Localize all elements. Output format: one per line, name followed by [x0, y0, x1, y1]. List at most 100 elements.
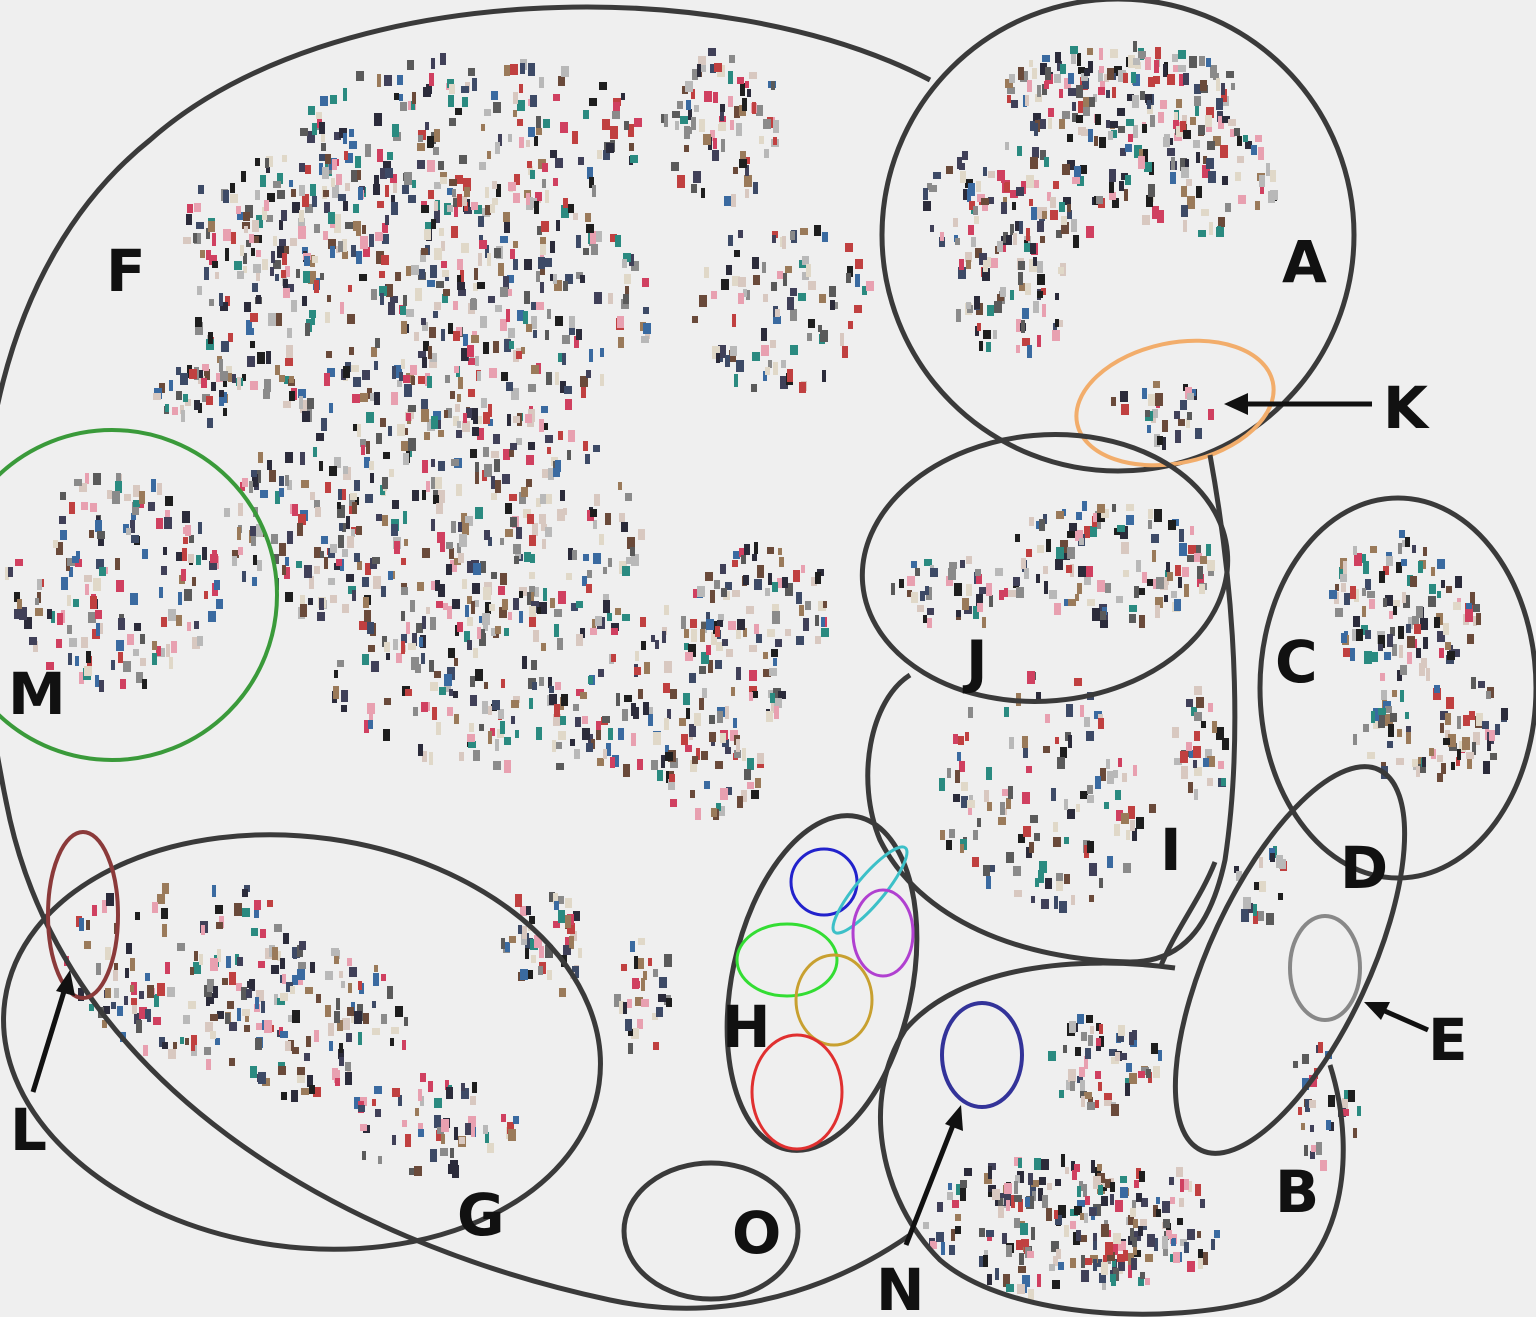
thumbnail: [1370, 546, 1377, 553]
thumbnail: [531, 365, 539, 374]
label-o: O: [732, 1199, 781, 1267]
thumbnail: [88, 612, 96, 623]
thumbnail: [498, 134, 502, 146]
thumbnail: [374, 175, 379, 187]
thumbnail: [332, 159, 337, 170]
thumbnail: [973, 830, 978, 840]
thumbnail: [621, 964, 627, 971]
thumbnail: [1457, 749, 1461, 760]
thumbnail: [434, 248, 442, 260]
thumbnail: [1070, 1081, 1075, 1091]
thumbnail: [352, 394, 360, 403]
thumbnail: [346, 1033, 352, 1042]
thumbnail: [818, 325, 822, 332]
thumbnail: [1016, 187, 1024, 196]
thumbnail: [656, 1007, 663, 1017]
thumbnail: [438, 430, 444, 437]
thumbnail: [815, 572, 821, 584]
thumbnail: [207, 979, 214, 992]
thumbnail: [956, 610, 961, 617]
thumbnail: [337, 502, 341, 509]
thumbnail: [281, 1092, 287, 1100]
thumbnail: [1354, 553, 1362, 566]
thumbnail: [176, 391, 182, 400]
thumbnail: [1092, 608, 1100, 621]
thumbnail: [351, 245, 356, 257]
thumbnail: [485, 187, 489, 198]
thumbnail: [714, 63, 722, 72]
thumbnail: [1009, 74, 1015, 83]
thumbnail: [1057, 61, 1062, 71]
thumbnail: [118, 618, 125, 630]
thumbnail: [430, 682, 438, 691]
thumbnail: [1222, 176, 1228, 185]
thumbnail: [1142, 572, 1147, 583]
thumbnail: [493, 434, 500, 444]
thumbnail: [1163, 1219, 1170, 1228]
thumbnail: [206, 339, 214, 350]
thumbnail: [1006, 1284, 1014, 1292]
thumbnail: [1181, 167, 1189, 178]
thumbnail: [1133, 74, 1140, 86]
thumbnail: [304, 256, 310, 266]
thumbnail: [331, 948, 339, 956]
thumbnail: [463, 334, 468, 346]
thumbnail: [930, 225, 934, 232]
thumbnail: [343, 133, 347, 144]
thumbnail: [1026, 228, 1030, 241]
thumbnail: [372, 1099, 376, 1106]
thumbnail: [191, 1039, 195, 1051]
thumbnail: [1164, 595, 1168, 602]
thumbnail: [488, 731, 492, 744]
thumbnail: [1142, 124, 1147, 133]
thumbnail: [336, 559, 342, 566]
thumbnail: [208, 221, 215, 232]
thumbnail: [1210, 65, 1217, 78]
thumbnail: [342, 604, 349, 613]
thumbnail: [655, 640, 659, 649]
thumbnail: [375, 1109, 381, 1117]
thumbnail: [434, 1115, 441, 1128]
thumbnail: [1185, 159, 1189, 170]
thumbnail: [1138, 1226, 1143, 1236]
thumbnail: [491, 91, 498, 100]
thumbnail: [591, 244, 598, 255]
thumbnail: [619, 513, 625, 522]
thumbnail: [403, 295, 407, 306]
thumbnail: [204, 1047, 211, 1055]
thumbnail: [1059, 89, 1063, 98]
thumbnail: [1149, 804, 1156, 813]
thumbnail: [508, 134, 512, 142]
thumbnail: [1174, 411, 1180, 419]
thumbnail: [1171, 1238, 1176, 1246]
thumbnail: [334, 670, 338, 678]
thumbnail: [260, 175, 266, 187]
thumbnail: [1243, 897, 1251, 909]
thumbnail: [212, 885, 216, 897]
thumbnail: [1044, 581, 1048, 594]
thumbnail: [581, 386, 586, 398]
thumbnail: [1118, 126, 1125, 133]
thumbnail: [628, 124, 634, 137]
thumbnail: [1099, 878, 1103, 888]
thumbnail: [715, 761, 723, 769]
thumbnail: [1099, 137, 1106, 148]
thumbnail: [182, 511, 190, 523]
thumbnail: [677, 175, 685, 188]
thumbnail: [276, 313, 282, 326]
thumbnail: [536, 302, 544, 310]
thumbnail: [694, 713, 701, 726]
thumbnail: [285, 1041, 291, 1051]
thumbnail: [421, 702, 428, 712]
thumbnail: [5, 567, 9, 580]
thumbnail: [307, 398, 314, 409]
thumbnail: [107, 490, 112, 499]
thumbnail: [240, 245, 244, 256]
thumbnail: [517, 100, 525, 111]
thumbnail: [725, 582, 732, 590]
thumbnail: [1145, 1278, 1150, 1285]
thumbnail: [93, 473, 101, 485]
thumbnail: [190, 967, 194, 975]
thumbnail: [1148, 509, 1153, 519]
thumbnail: [1087, 1102, 1095, 1110]
